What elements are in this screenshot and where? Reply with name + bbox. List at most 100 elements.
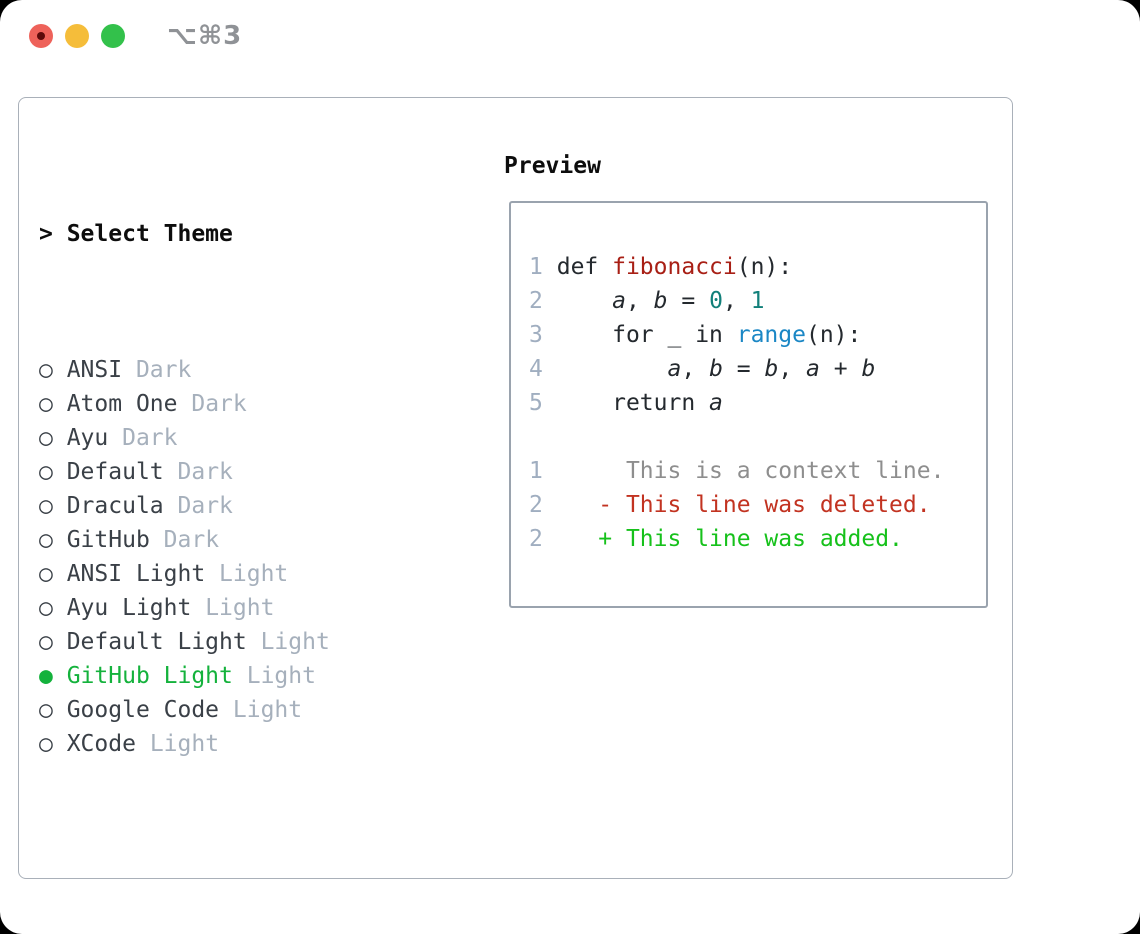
code-segment: +	[819, 356, 862, 382]
theme-name: ANSI Light	[66, 561, 206, 587]
code-segment: (n):	[736, 254, 793, 280]
radio-icon: ○	[39, 629, 67, 655]
line-number: 2	[529, 288, 543, 314]
radio-icon: ○	[39, 459, 67, 485]
radio-icon: ○	[39, 391, 67, 417]
line-number: 4	[529, 356, 543, 382]
theme-variant-tag: Light	[205, 595, 275, 621]
radio-icon: ○	[39, 561, 67, 587]
select-theme-header: > Select Theme	[39, 217, 489, 251]
code-segment: a	[709, 390, 723, 416]
code-segment: =	[667, 288, 710, 314]
code-segment: - This line was deleted.	[556, 492, 931, 518]
code-line: 5 return a	[529, 386, 944, 420]
theme-variant-tag: Dark	[122, 425, 178, 451]
zoom-button[interactable]	[101, 24, 125, 48]
theme-name: Google Code	[66, 697, 220, 723]
code-segment	[557, 356, 668, 382]
code-segment: b	[653, 288, 668, 314]
theme-name: Atom One	[66, 391, 178, 417]
theme-option-ayu-light[interactable]: ○ Ayu Light Light	[39, 591, 489, 625]
radio-icon: ○	[39, 731, 67, 757]
theme-variant-tag: Dark	[191, 391, 247, 417]
code-line: 4 a, b = b, a + b	[529, 352, 944, 386]
theme-option-github[interactable]: ○ GitHub Dark	[39, 523, 489, 557]
radio-icon: ○	[39, 527, 67, 553]
theme-variant-tag: Light	[219, 561, 289, 587]
code-segment: ,	[778, 356, 807, 382]
spacer	[39, 863, 489, 897]
code-segment: a	[667, 356, 682, 382]
code-segment	[557, 288, 612, 314]
line-number: 2	[529, 526, 543, 552]
cursor-prefix-icon: >	[39, 221, 67, 247]
theme-name: GitHub	[66, 527, 150, 553]
code-segment: ,	[681, 356, 710, 382]
selected-radio-icon: ●	[39, 663, 67, 689]
line-number: 5	[529, 390, 543, 416]
theme-variant-tag: Light	[232, 697, 303, 723]
code-line	[529, 420, 944, 454]
code-segment: def	[556, 254, 613, 280]
radio-icon: ○	[39, 425, 67, 451]
radio-icon: ○	[39, 357, 67, 383]
theme-variant-tag: Light	[260, 629, 330, 655]
theme-list: ○ ANSI Dark○ Atom One Dark○ Ayu Dark○ De…	[39, 353, 489, 761]
theme-option-default-light[interactable]: ○ Default Light Light	[39, 625, 489, 659]
close-button[interactable]	[29, 24, 53, 48]
theme-option-ansi[interactable]: ○ ANSI Dark	[39, 353, 489, 387]
code-segment: a	[612, 288, 626, 314]
theme-option-github-light[interactable]: ● GitHub Light Light	[39, 659, 489, 693]
theme-option-ansi-light[interactable]: ○ ANSI Light Light	[39, 557, 489, 591]
theme-name: XCode	[66, 731, 136, 757]
code-segment: return	[556, 390, 710, 416]
code-segment: b	[861, 356, 876, 382]
select-theme-title: Select Theme	[66, 221, 233, 247]
theme-name: Dracula	[66, 493, 164, 519]
theme-option-default[interactable]: ○ Default Dark	[39, 455, 489, 489]
theme-option-xcode[interactable]: ○ XCode Light	[39, 727, 489, 761]
window-title: ⌥⌘3	[167, 21, 243, 51]
radio-icon: ○	[39, 595, 67, 621]
theme-name: ANSI	[66, 357, 123, 383]
minimize-button[interactable]	[65, 24, 89, 48]
theme-name: Ayu Light	[66, 595, 192, 621]
code-segment: for _ in	[556, 322, 737, 348]
line-number: 1	[529, 458, 543, 484]
theme-list-section: > Select Theme ○ ANSI Dark○ Atom One Dar…	[39, 149, 489, 934]
theme-variant-tag: Dark	[163, 527, 220, 553]
line-number: 2	[529, 492, 543, 518]
code-segment: ,	[625, 288, 654, 314]
theme-name: Default	[66, 459, 164, 485]
theme-option-dracula[interactable]: ○ Dracula Dark	[39, 489, 489, 523]
code-segment: b	[764, 356, 779, 382]
code-line: 2 - This line was deleted.	[529, 488, 944, 522]
theme-option-google-code[interactable]: ○ Google Code Light	[39, 693, 489, 727]
line-number: 3	[529, 322, 543, 348]
code-line: 2 + This line was added.	[529, 522, 944, 556]
theme-name: Ayu	[66, 425, 109, 451]
code-segment: 1	[750, 288, 765, 314]
theme-variant-tag: Dark	[177, 459, 233, 485]
code-segment: fibonacci	[612, 254, 737, 280]
radio-icon: ○	[39, 493, 67, 519]
code-segment: (n):	[805, 322, 862, 348]
theme-name: GitHub Light	[66, 663, 233, 689]
theme-variant-tag: Light	[246, 663, 316, 689]
theme-variant-tag: Dark	[135, 357, 192, 383]
theme-option-atom-one[interactable]: ○ Atom One Dark	[39, 387, 489, 421]
theme-selector-panel: > Select Theme ○ ANSI Dark○ Atom One Dar…	[18, 97, 1013, 879]
theme-name: Default Light	[66, 629, 247, 655]
code-line: 1 This is a context line.	[529, 454, 944, 488]
theme-option-ayu[interactable]: ○ Ayu Dark	[39, 421, 489, 455]
record-dot-icon	[37, 32, 45, 40]
code-segment: ,	[722, 288, 751, 314]
code-segment: b	[709, 356, 723, 382]
code-segment: This is a context line.	[556, 458, 945, 484]
code-segment: + This line was added.	[556, 526, 903, 552]
code-segment: =	[722, 356, 765, 382]
theme-variant-tag: Dark	[177, 493, 233, 519]
